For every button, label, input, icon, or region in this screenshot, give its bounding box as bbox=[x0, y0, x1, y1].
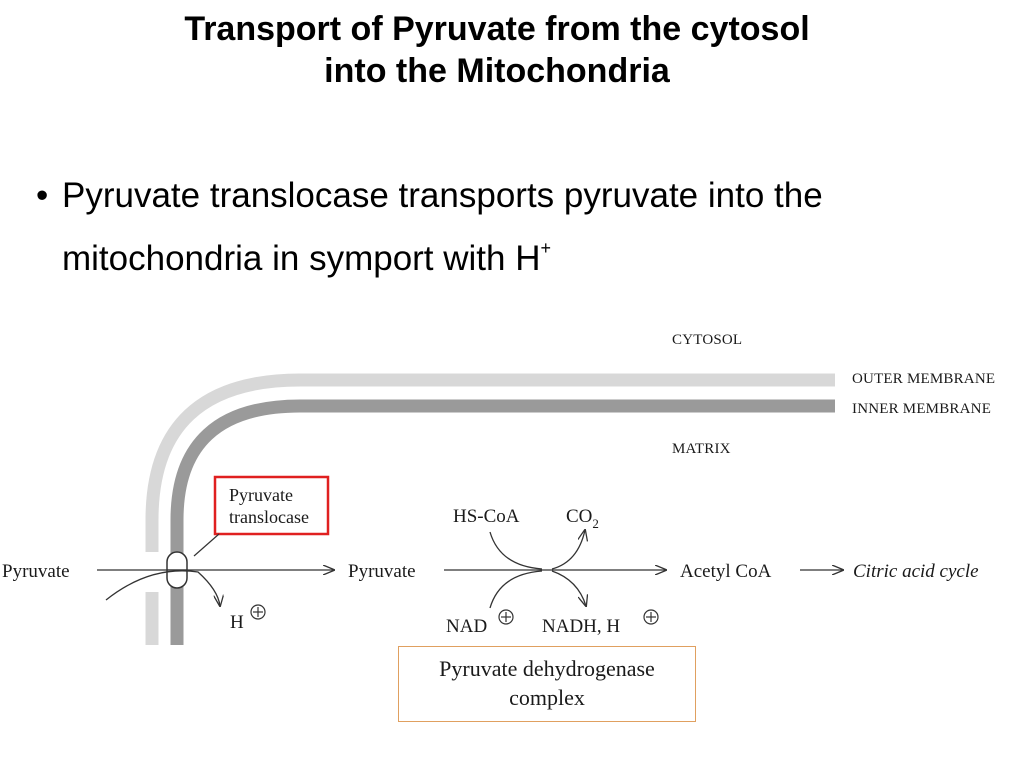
label-co2: CO2 bbox=[566, 506, 599, 531]
arrow-h-ion bbox=[105, 570, 220, 606]
label-hs-coa: HS-CoA bbox=[453, 506, 520, 527]
label-pyruvate-outside: Pyruvate bbox=[2, 561, 70, 582]
label-nad: NAD bbox=[446, 616, 487, 637]
outer-membrane bbox=[145, 373, 835, 645]
h-plus-circle-icon bbox=[250, 604, 266, 620]
arrow-nad-in bbox=[489, 570, 543, 609]
translocase-label-line-2: translocase bbox=[229, 507, 309, 527]
bullet-superscript: + bbox=[540, 238, 552, 258]
translocase-pointer bbox=[193, 533, 220, 557]
label-pyruvate-inside: Pyruvate bbox=[348, 561, 416, 582]
nadh-plus-circle-icon bbox=[643, 609, 659, 625]
bullet-point: • Pyruvate translocase transports pyruva… bbox=[36, 170, 1011, 285]
arrow-hs-coa-in bbox=[489, 531, 543, 570]
pdh-label-line-1: Pyruvate dehydrogenase bbox=[439, 656, 655, 681]
label-cytosol: CYTOSOL bbox=[672, 332, 742, 348]
nad-plus-circle-icon bbox=[498, 609, 514, 625]
outer-membrane-gap bbox=[140, 552, 164, 592]
arrow-co2-out bbox=[551, 530, 585, 570]
label-citric-acid-cycle: Citric acid cycle bbox=[853, 561, 979, 582]
arrow-nadh-out bbox=[551, 570, 586, 606]
label-nadh-h: NADH, H bbox=[542, 616, 620, 637]
pyruvate-dehydrogenase-complex-box: Pyruvate dehydrogenase complex bbox=[398, 646, 696, 722]
translocase-box bbox=[213, 475, 330, 536]
page-title: Transport of Pyruvate from the cytosol i… bbox=[0, 8, 994, 92]
label-inner-membrane: INNER MEMBRANE bbox=[852, 401, 991, 417]
co2-subscript: 2 bbox=[592, 516, 599, 531]
label-acetyl-coa: Acetyl CoA bbox=[680, 561, 772, 582]
pdh-label-line-2: complex bbox=[509, 685, 585, 710]
bullet-symbol: • bbox=[36, 176, 49, 215]
translocase-label-line-1: Pyruvate bbox=[229, 485, 293, 505]
bullet-text: Pyruvate translocase transports pyruvate… bbox=[62, 176, 823, 278]
co2-text: CO bbox=[566, 506, 592, 527]
label-matrix: MATRIX bbox=[672, 441, 731, 457]
inner-membrane bbox=[170, 399, 835, 645]
bullet-text-block: Pyruvate translocase transports pyruvate… bbox=[36, 170, 1011, 285]
label-h-ion: H bbox=[230, 612, 244, 633]
label-outer-membrane: OUTER MEMBRANE bbox=[852, 371, 995, 387]
title-line-1: Transport of Pyruvate from the cytosol bbox=[184, 10, 810, 48]
title-line-2: into the Mitochondria bbox=[324, 52, 670, 90]
